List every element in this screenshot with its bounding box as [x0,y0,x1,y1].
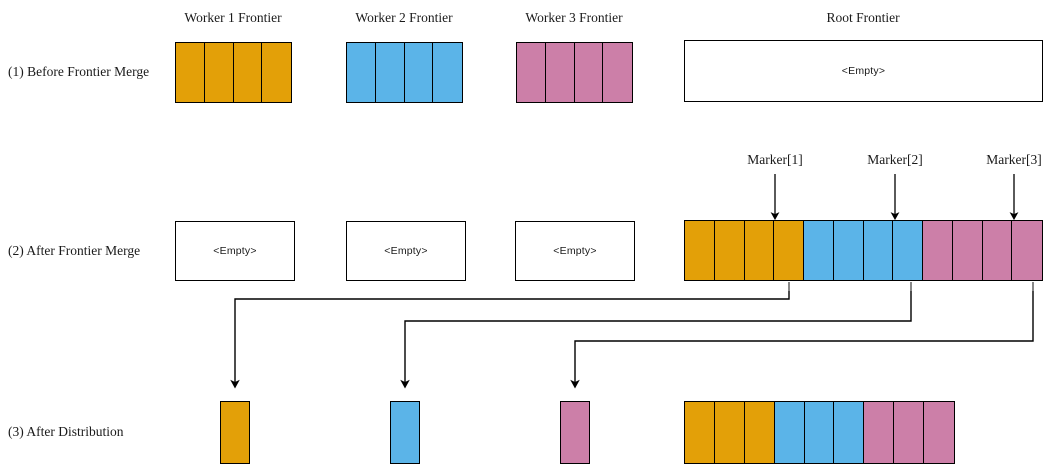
row3-worker2-cell [391,402,419,463]
row2-worker3-empty-box: <Empty> [515,221,635,281]
row2-root-cell [1012,221,1042,280]
row1-root-empty-label: <Empty> [841,65,886,77]
column-title-worker-2: Worker 2 Frontier [355,10,453,25]
row1-worker1-cell [204,43,234,102]
row1-worker2-cell [433,43,462,102]
row3-root-cell [744,402,775,463]
row1-worker3-cell [603,43,632,102]
column-title-worker-1: Worker 1 Frontier [184,10,282,25]
row1-root-frontier-box: <Empty> [684,40,1043,102]
distribution-arrow-worker-3 [570,291,1034,389]
marker-label-1: Marker[1] [747,152,803,167]
row2-root-cell [714,221,745,280]
column-title-root: Root Frontier [826,10,900,25]
row3-root-cell [774,402,805,463]
row1-worker3-cell [545,43,575,102]
marker-label-2: Marker[2] [867,152,923,167]
row1-worker1-cell [262,43,291,102]
row2-root-cell [952,221,983,280]
marker-label-3: Marker[3] [986,152,1042,167]
row1-worker3-cell [574,43,604,102]
row3-root-cell [714,402,745,463]
column-title-worker-3: Worker 3 Frontier [525,10,623,25]
row3-worker1-frontier-bar [220,401,250,464]
segment-tick-marks [788,282,1034,291]
row3-root-cell [685,402,715,463]
row1-worker2-cell [347,43,376,102]
row2-root-cell [982,221,1013,280]
row2-worker1-empty-box: <Empty> [175,221,295,281]
row3-worker3-cell [561,402,589,463]
row2-root-cell [833,221,864,280]
row3-worker1-cell [221,402,249,463]
row-label-after-distribution: (3) After Distribution [8,424,124,439]
row2-root-cell [685,221,715,280]
row2-worker2-empty-label: <Empty> [384,245,428,257]
row2-root-cell [744,221,775,280]
row1-worker1-cell [233,43,263,102]
row2-worker1-empty-label: <Empty> [213,245,257,257]
row2-root-cell [923,221,953,280]
row1-worker2-frontier-bar [346,42,463,103]
row3-worker3-frontier-bar [560,401,590,464]
row1-worker1-frontier-bar [175,42,292,103]
row2-worker3-empty-label: <Empty> [553,245,597,257]
row2-root-cell [774,221,804,280]
row3-root-frontier-bar [684,401,955,464]
row3-root-cell [834,402,865,463]
row2-root-cell [804,221,834,280]
row1-worker2-cell [375,43,405,102]
row2-root-cell [893,221,923,280]
row1-worker3-frontier-bar [516,42,633,103]
row-label-before-frontier-merge: (1) Before Frontier Merge [8,64,150,79]
row1-worker1-cell [176,43,205,102]
row3-root-cell [894,402,924,463]
row-label-after-frontier-merge: (2) After Frontier Merge [8,243,141,258]
row3-root-cell [864,402,895,463]
row2-worker2-empty-box: <Empty> [346,221,466,281]
row2-root-cell [863,221,894,280]
distribution-arrow-worker-1 [230,291,790,389]
row1-worker2-cell [404,43,434,102]
row3-root-cell [924,402,954,463]
row1-worker3-cell [517,43,546,102]
row3-worker2-frontier-bar [390,401,420,464]
row2-root-frontier-merged-bar [684,220,1043,281]
distribution-arrow-worker-2 [400,291,912,389]
row3-root-cell [804,402,835,463]
